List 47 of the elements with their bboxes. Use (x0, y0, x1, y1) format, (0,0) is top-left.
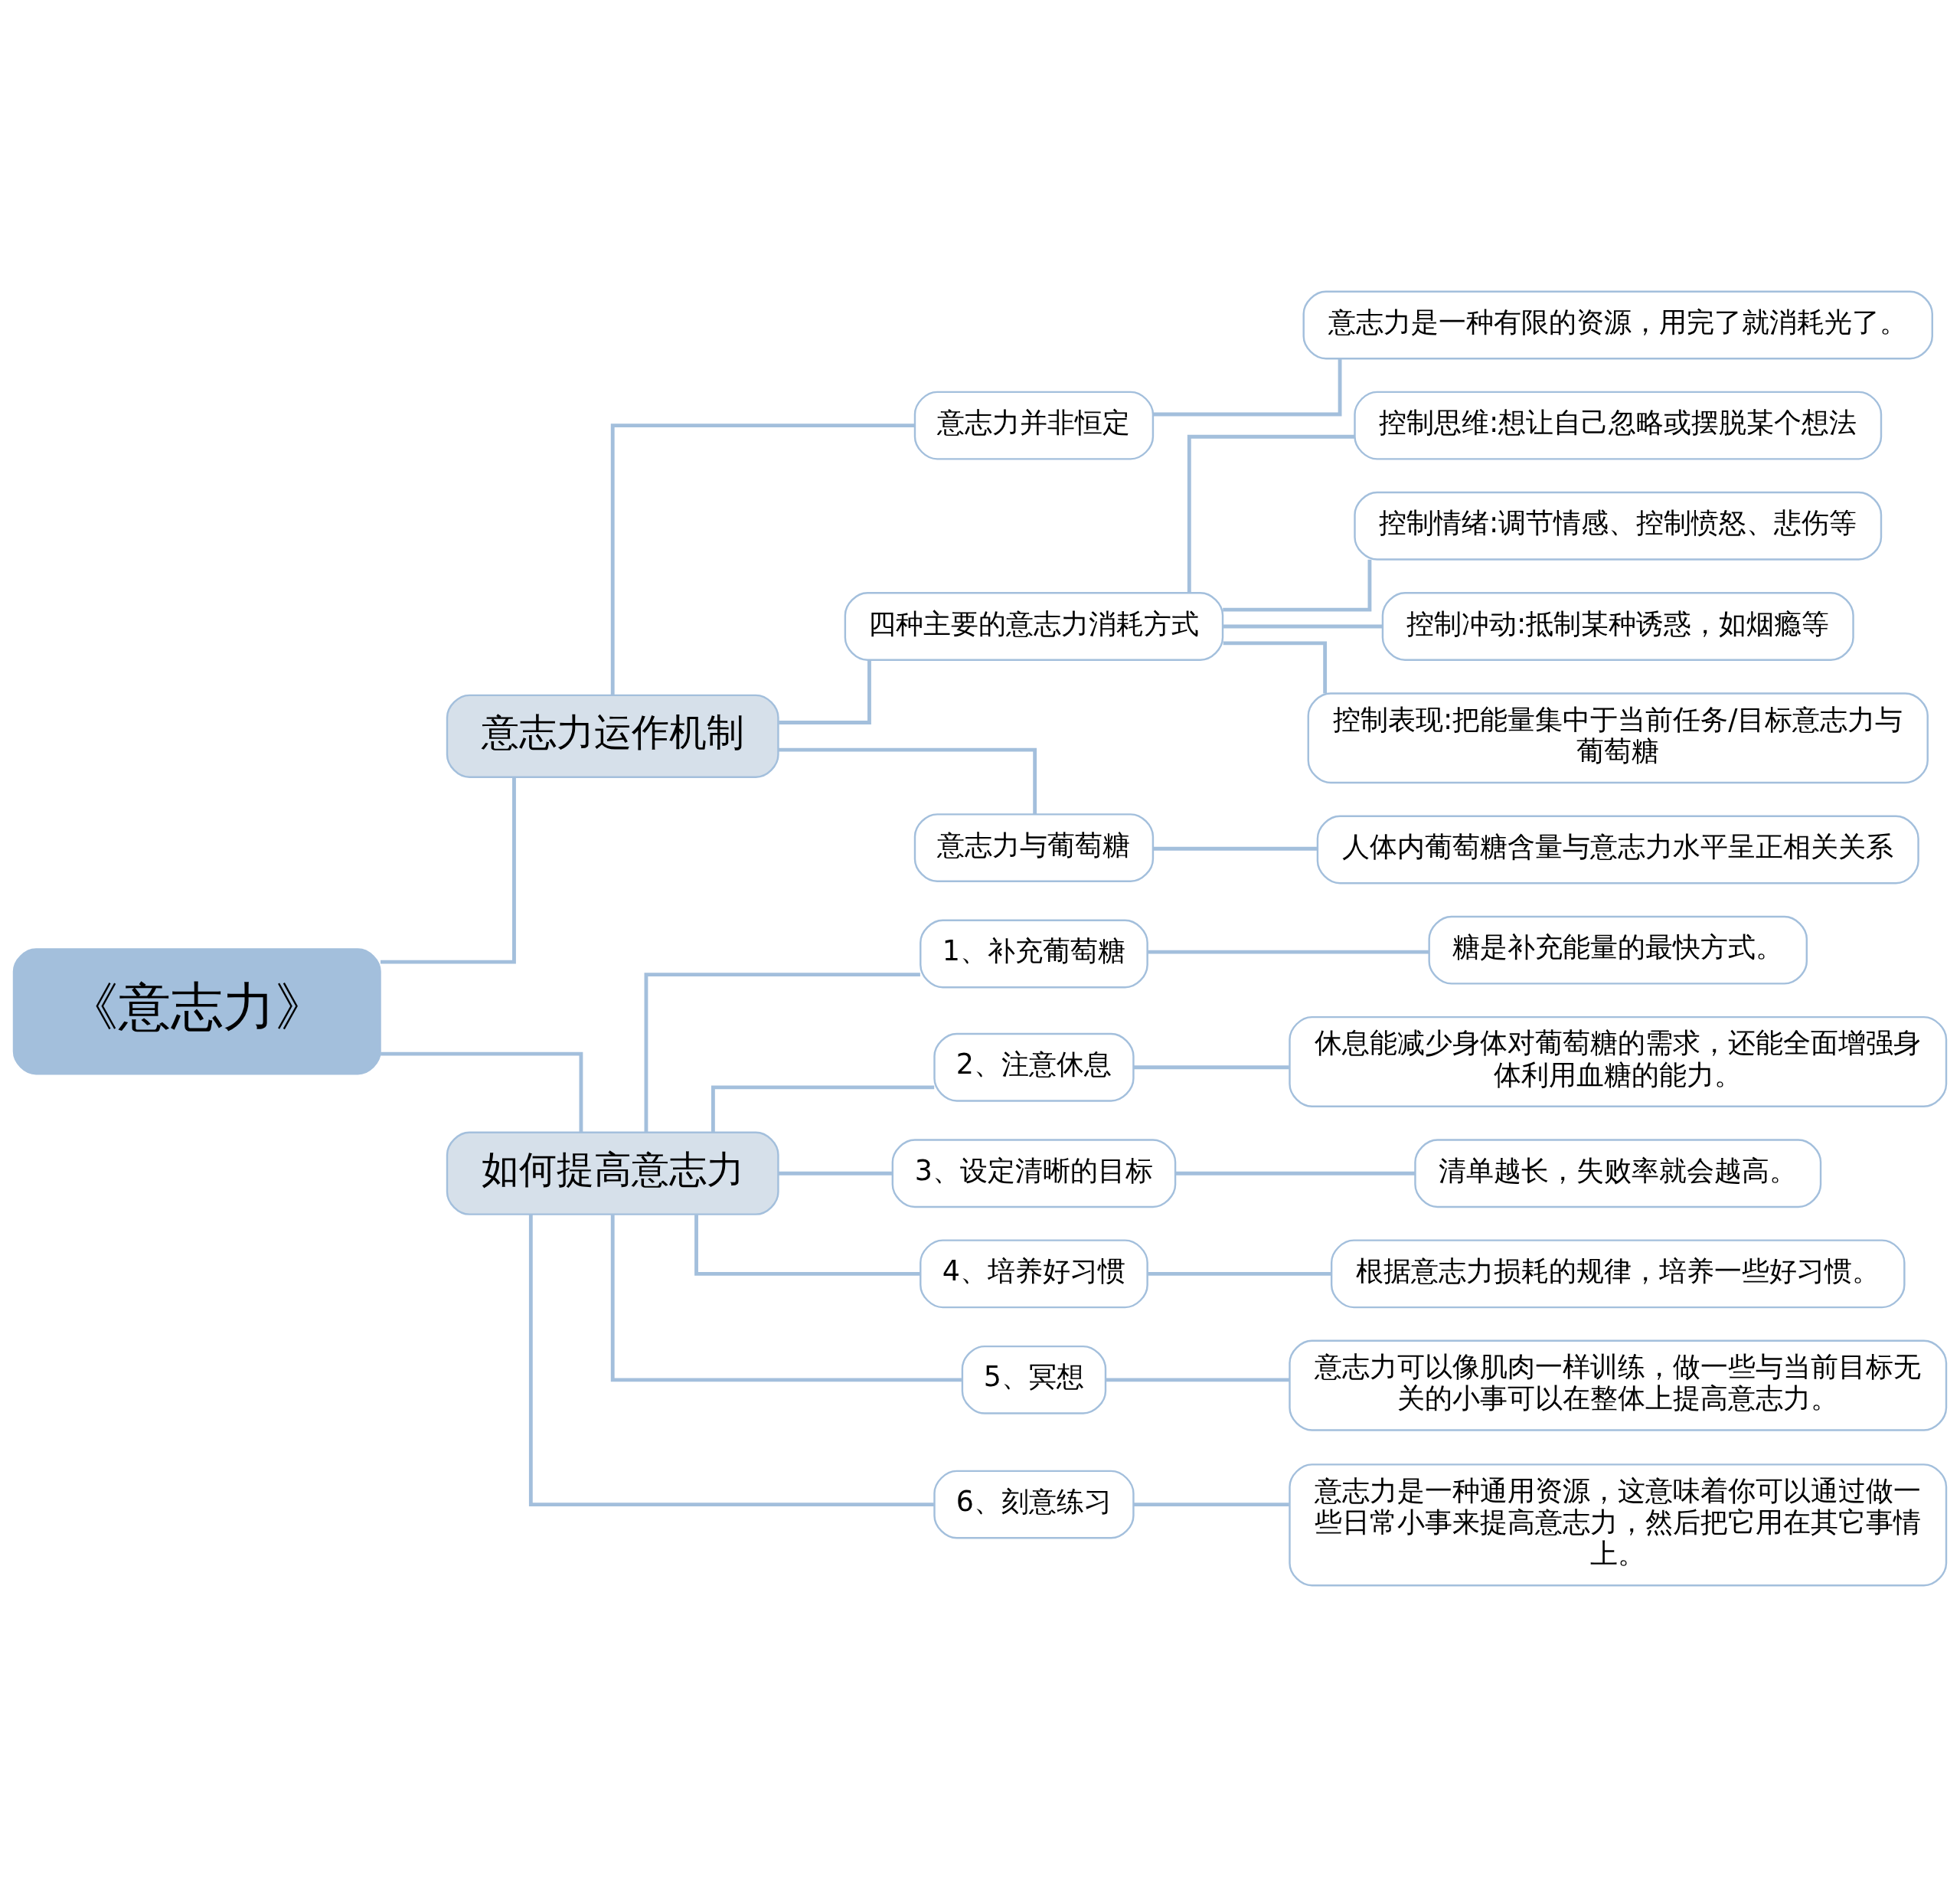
node-box: 意志力是一种有限的资源，用完了就消耗光了。 (1302, 290, 1933, 360)
connector (610, 1215, 962, 1382)
connector (528, 1215, 934, 1507)
connector (644, 973, 920, 1133)
node-box: 如何提高意志力 (446, 1131, 779, 1215)
connector (710, 1085, 935, 1133)
node-box: 控制思维:想让自己忽略或摆脱某个想法 (1354, 391, 1883, 460)
node-box: 5、冥想 (961, 1345, 1107, 1414)
node-box: 控制冲动:抵制某种诱惑，如烟瘾等 (1381, 592, 1854, 661)
connector (610, 423, 915, 695)
connector (1175, 1171, 1416, 1176)
node-box: 2、注意休息 (933, 1032, 1135, 1102)
node-box: 控制情绪:调节情感、控制愤怒、悲伤等 (1354, 491, 1883, 561)
connector (778, 747, 1037, 815)
node-box: 意志力与葡萄糖 (913, 813, 1155, 882)
node-box: 3、设定清晰的目标 (891, 1139, 1177, 1208)
connector (694, 1215, 920, 1276)
connector (778, 1171, 893, 1176)
node-box: 控制表现:把能量集中于当前任务/目标意志力与葡萄糖 (1307, 692, 1929, 784)
node-box: 休息能减少身体对葡萄糖的需求，还能全面增强身体利用血糖的能力。 (1289, 1015, 1948, 1107)
node-box: 1、补充葡萄糖 (920, 919, 1148, 989)
node-box: 意志力是一种通用资源，这意味着你可以通过做一些日常小事来提高意志力，然后把它用在其它事情上。 (1289, 1463, 1948, 1587)
node-box: 糖是补充能量的最快方式。 (1428, 915, 1808, 985)
node-box: 人体内葡萄糖含量与意志力水平呈正相关关系 (1316, 815, 1919, 885)
node-box: 《意志力》 (12, 948, 381, 1075)
connector (1223, 641, 1328, 694)
connector (1148, 950, 1429, 954)
connector (1223, 559, 1372, 612)
node-box: 意志力并非恒定 (913, 391, 1155, 460)
connector (1106, 1378, 1290, 1382)
connector (1133, 1065, 1289, 1070)
node-box: 6、刻意练习 (933, 1470, 1135, 1539)
connector (779, 659, 871, 724)
connector (381, 777, 516, 964)
connector (381, 1051, 583, 1133)
node-box: 四种主要的意志力消耗方式 (844, 592, 1224, 661)
connector (1153, 358, 1342, 417)
connector (1133, 1503, 1289, 1507)
connector (1148, 1271, 1331, 1276)
connector (1187, 434, 1354, 593)
connector (1223, 624, 1383, 629)
connector (1153, 846, 1318, 851)
node-box: 意志力可以像肌肉一样训练，做一些与当前目标无关的小事可以在整体上提高意志力。 (1289, 1339, 1948, 1431)
node-box: 清单越长，失败率就会越高。 (1414, 1139, 1822, 1208)
node-box: 4、培养好习惯 (920, 1239, 1148, 1309)
node-box: 意志力运作机制 (446, 694, 779, 778)
node-box: 根据意志力损耗的规律，培养一些好习惯。 (1330, 1239, 1906, 1309)
